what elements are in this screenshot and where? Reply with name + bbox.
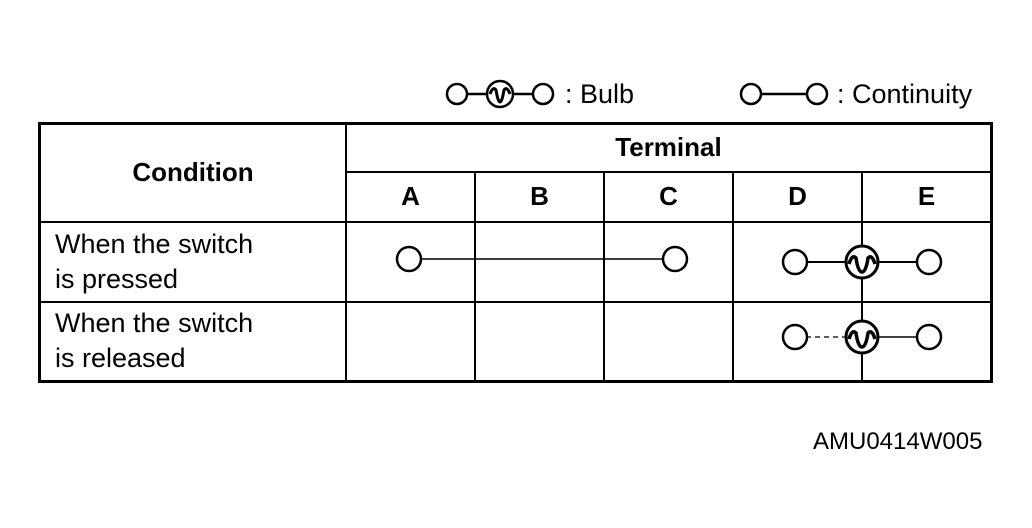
cell-released-a <box>345 300 476 383</box>
figure-code: AMU0414W005 <box>813 428 983 455</box>
cell-released-c <box>603 300 734 383</box>
cell-pressed-a <box>345 220 476 303</box>
terminal-d-header: D <box>732 170 863 223</box>
terminal-a-header: A <box>345 170 476 223</box>
condition-header: Condition <box>38 122 347 223</box>
cell-pressed-e <box>861 220 993 303</box>
legend-continuity-label: : Continuity <box>837 78 973 109</box>
terminal-c-header: C <box>603 170 734 223</box>
table-row-released: When the switch is released <box>38 300 993 383</box>
cell-pressed-b <box>474 220 605 303</box>
condition-cell-released: When the switch is released <box>38 300 347 383</box>
legend-bulb-label: : Bulb <box>565 78 635 109</box>
terminal-header: Terminal <box>345 122 993 173</box>
terminal-b-header: B <box>474 170 605 223</box>
condition-text: When the switch <box>55 228 254 259</box>
continuity-symbol-icon <box>739 82 829 106</box>
cell-released-b <box>474 300 605 383</box>
condition-text: is released <box>55 343 186 374</box>
condition-text: is pressed <box>55 263 179 294</box>
terminal-e-header: E <box>861 170 993 223</box>
cell-released-d <box>732 300 863 383</box>
cell-pressed-c <box>603 220 734 303</box>
cell-released-e <box>861 300 993 383</box>
continuity-table: Condition Terminal A B C D E When the sw… <box>38 122 993 383</box>
cell-pressed-d <box>732 220 863 303</box>
condition-cell-pressed: When the switch is pressed <box>38 220 347 303</box>
legend-bulb: : Bulb <box>443 76 634 112</box>
bulb-symbol-icon <box>445 79 555 109</box>
legend-continuity: : Continuity <box>737 76 972 112</box>
condition-text: When the switch <box>55 308 254 339</box>
table-row-pressed: When the switch is pressed <box>38 220 993 303</box>
